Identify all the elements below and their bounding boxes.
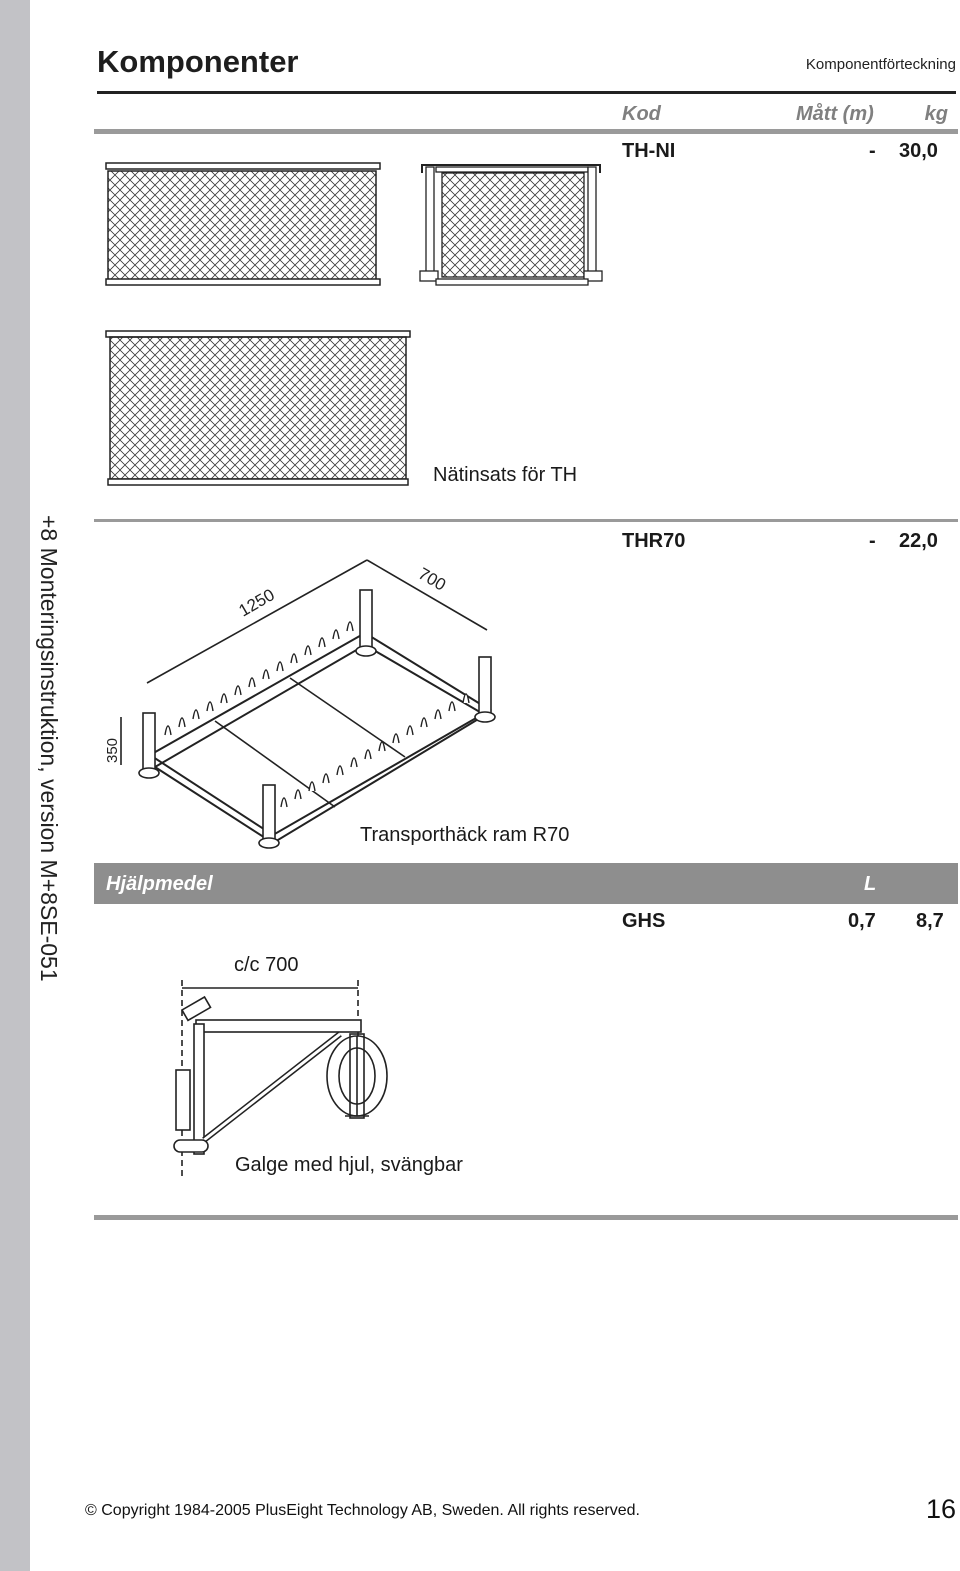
item-kg: 22,0 [899,530,938,552]
column-header-matt: Mått (m) [796,103,874,125]
hanger-wheel-drawing [173,980,388,1180]
copyright-text: © Copyright 1984-2005 PlusEight Technolo… [85,1502,640,1519]
page-subtitle: Komponentförteckning [805,56,956,73]
aid-item-code: GHS [622,910,666,932]
item-matt: - [869,530,876,552]
item-caption: Transporthäck ram R70 [360,824,570,846]
aid-item-l: 0,7 [848,910,876,932]
column-header-l: L [864,873,877,895]
dim-height: 350 [104,738,121,763]
item-caption: Nätinsats för TH [433,464,578,486]
column-header-kg: kg [924,103,948,125]
item-divider [94,519,958,522]
page-title: Komponenter [97,44,299,79]
page-number: 16 [925,1494,956,1524]
sidebar-strip [0,0,30,1571]
aid-item-caption: Galge med hjul, svängbar [235,1154,463,1176]
dim-length: 1250 [236,585,278,620]
section-title: Hjälpmedel [106,873,213,895]
net-insert-drawing [105,162,603,486]
section-end-rule [94,1215,958,1220]
aid-item-kg: 8,7 [916,910,944,932]
columns-rule [94,129,958,134]
item-code: THR70 [622,530,686,552]
section-header-bar: Hjälpmedel L [94,863,958,904]
column-header-kod: Kod [622,103,661,125]
header-rule [97,91,956,94]
aid-item-dimension: c/c 700 [234,954,299,976]
transport-rack-drawing: 1250 700 350 [104,559,496,849]
document-version-label: +8 Monteringsinstruktion, version M+8SE-… [36,515,62,982]
item-code: TH-NI [622,140,676,162]
item-matt: - [869,140,876,162]
item-kg: 30,0 [899,140,938,162]
